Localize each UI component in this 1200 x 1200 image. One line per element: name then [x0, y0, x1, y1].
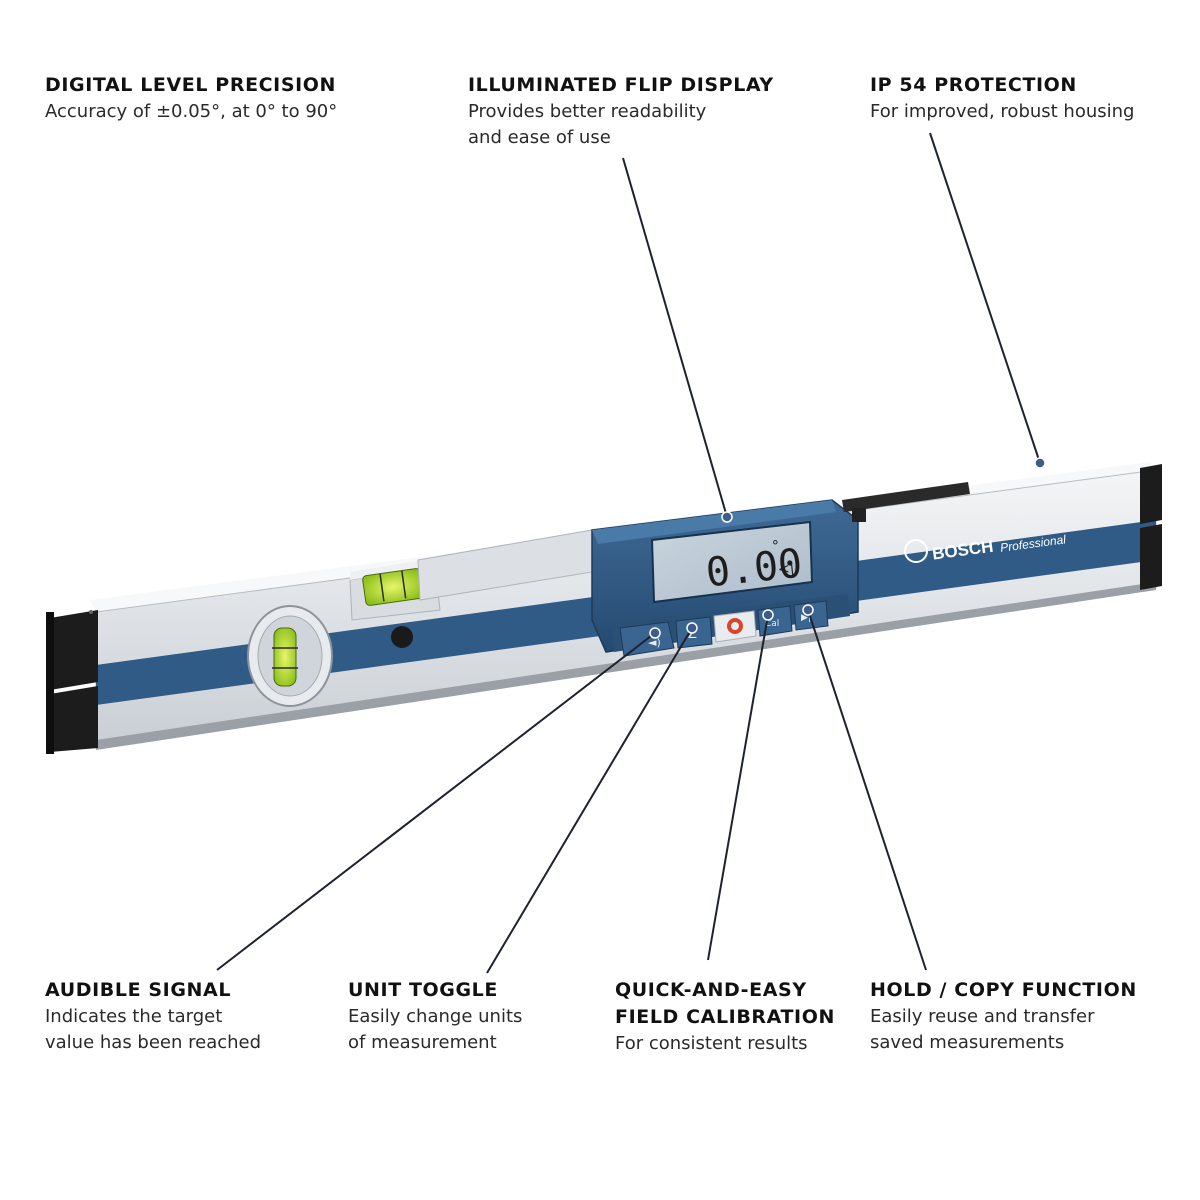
callout-desc: and ease of use [468, 127, 611, 148]
callout-desc: Easily change units [348, 1006, 523, 1027]
callout-desc: value has been reached [45, 1032, 262, 1053]
callout-desc: For consistent results [615, 1033, 808, 1054]
calibration-button[interactable]: Cal [757, 605, 793, 637]
callout-title: AUDIBLE SIGNAL [45, 979, 232, 1001]
display-housing: 0.00 ° <| ◄) ∠ Cal [591, 499, 859, 657]
leader-unit-toggle [486, 627, 693, 974]
callout-desc: Accuracy of ±0.05°, at 0° to 90° [45, 101, 338, 122]
lcd-bubble-indicator: <| [777, 561, 795, 579]
leader-flip-display [622, 157, 728, 518]
callout-title-line2: FIELD CALIBRATION [615, 1006, 835, 1028]
callout-desc: of measurement [348, 1032, 497, 1053]
callout-field-calibration: QUICK-AND-EASY FIELD CALIBRATION For con… [615, 977, 835, 1057]
leader-ip54 [929, 132, 1041, 464]
callout-unit-toggle: UNIT TOGGLE Easily change units of measu… [348, 977, 522, 1056]
angle-icon: ∠ [687, 627, 698, 641]
leader-audible-signal [216, 632, 656, 971]
callout-title: DIGITAL LEVEL PRECISION [45, 74, 337, 96]
vertical-vial [247, 605, 333, 707]
callout-desc: Indicates the target [45, 1006, 223, 1027]
callout-desc: saved measurements [870, 1032, 1065, 1053]
bosch-logo-icon [904, 539, 928, 563]
callout-desc: For improved, robust housing [870, 101, 1135, 122]
lcd-unit: ° [771, 538, 781, 555]
callout-title: IP 54 PROTECTION [870, 74, 1077, 96]
callout-desc: Provides better readability [468, 101, 707, 122]
callout-digital-level-precision: DIGITAL LEVEL PRECISION Accuracy of ±0.0… [45, 72, 337, 125]
callout-illuminated-flip-display: ILLUMINATED FLIP DISPLAY Provides better… [468, 72, 774, 151]
lcd-reading: 0.00 [704, 541, 805, 597]
lcd-screen [650, 520, 814, 604]
level-bottom-edge [96, 582, 1156, 750]
spirit-level: 0.00 ° <| ◄) ∠ Cal [46, 462, 1162, 754]
power-button[interactable] [713, 610, 757, 643]
leader-lines [216, 132, 1046, 974]
left-end-cap [46, 610, 98, 754]
callout-ip54-protection: IP 54 PROTECTION For improved, robust ho… [870, 72, 1134, 125]
cal-icon: Cal [765, 619, 779, 629]
hold-copy-button[interactable]: ▶| [793, 600, 829, 631]
horizontal-vial-housing [349, 529, 593, 621]
callout-title: QUICK-AND-EASY [615, 979, 807, 1001]
speaker-icon: ◄) [648, 636, 661, 649]
callout-title: ILLUMINATED FLIP DISPLAY [468, 74, 774, 96]
leader-hold-copy [807, 609, 927, 971]
top-rail [842, 482, 970, 512]
right-end-cap [1140, 464, 1162, 590]
callout-title: HOLD / COPY FUNCTION [870, 979, 1137, 1001]
hold-icon: ▶| [801, 613, 811, 623]
leader-calibration [707, 614, 769, 961]
callout-desc: Easily reuse and transfer [870, 1006, 1095, 1027]
hanging-hole [391, 626, 413, 648]
callout-audible-signal: AUDIBLE SIGNAL Indicates the target valu… [45, 977, 261, 1056]
callout-title: UNIT TOGGLE [348, 979, 498, 1001]
callout-hold-copy-function: HOLD / COPY FUNCTION Easily reuse and tr… [870, 977, 1137, 1056]
